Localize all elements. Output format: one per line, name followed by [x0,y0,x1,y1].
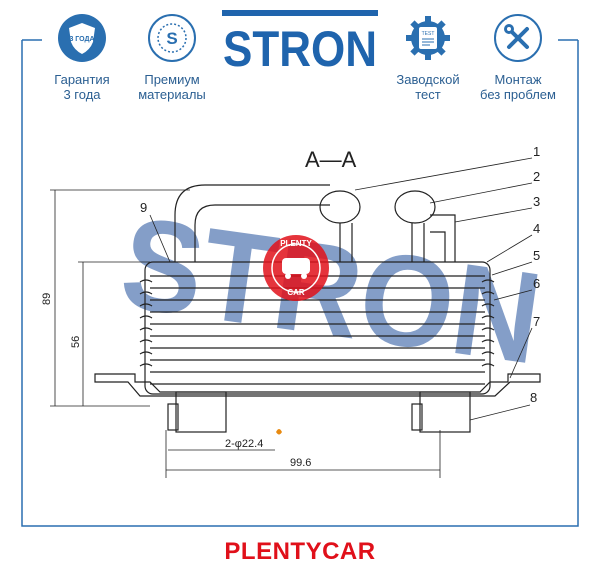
callout-8: 8 [530,390,537,405]
callout-9: 9 [140,200,147,215]
callout-5: 5 [533,248,540,263]
section-title: A—A [305,147,357,172]
stron-logo: STRON [222,10,378,72]
dim-hole: 2-φ22.4 [225,438,263,450]
svg-text:STRON: STRON [223,21,377,72]
callout-4: 4 [533,221,540,236]
wrench-screwdriver-icon [494,14,542,62]
callout-7: 7 [533,314,540,329]
svg-text:S: S [166,29,177,48]
dim-height-body: 56 [70,336,82,348]
svg-text:CAR: CAR [287,288,305,297]
callout-3: 3 [533,194,540,209]
plentycar-seal: PLENTY CAR [263,235,329,301]
stron-watermark: STRON [113,189,549,392]
footer-brand: PLENTYCAR [224,538,376,565]
dim-width: 99.6 [290,457,311,469]
svg-text:TEST: TEST [422,31,435,37]
callout-1: 1 [533,144,540,159]
callout-6: 6 [533,276,540,291]
shield-icon: 3 ГОДА [58,14,106,62]
gear-test-icon: TEST [404,14,452,62]
premium-s-icon: S [148,14,196,62]
flame-mark [276,429,282,435]
svg-text:PLENTY: PLENTY [280,239,312,248]
dim-height-total: 89 [41,293,53,305]
callout-2: 2 [533,169,540,184]
svg-text:3 ГОДА: 3 ГОДА [69,36,94,43]
